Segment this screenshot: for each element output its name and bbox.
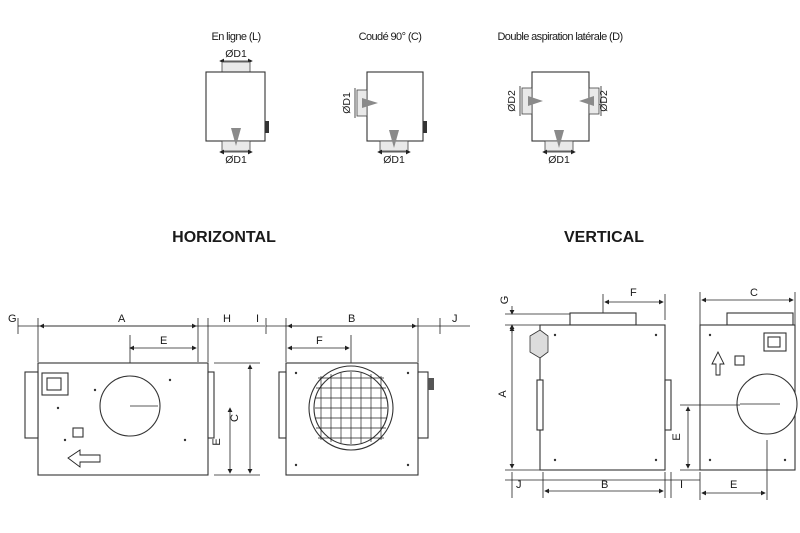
vertical-side-view: C E E [671, 287, 798, 500]
h-side-dim-H: H [223, 313, 231, 325]
horizontal-side-view: G A H E C E [8, 313, 265, 476]
vertical-title: VERTICAL [564, 229, 644, 246]
h-front-dim-I: I [256, 313, 259, 325]
inline-diameter-bottom: ØD1 [225, 154, 247, 166]
double-diameter-left: ØD2 [506, 90, 518, 112]
double-diameter-right: ØD2 [598, 90, 610, 112]
inline-diameter-top: ØD1 [225, 48, 247, 60]
h-side-dim-C: C [229, 414, 241, 422]
elbow-diameter-bottom: ØD1 [383, 154, 405, 166]
v-front-dim-A: A [497, 390, 509, 398]
v-front-dim-G: G [499, 296, 511, 305]
h-front-dim-J: J [452, 313, 458, 325]
horizontal-front-view: I B J F [256, 313, 470, 476]
v-side-dim-C: C [750, 287, 758, 299]
elbow-diameter-side: ØD1 [341, 92, 353, 114]
variant-inline-caption: En ligne (L) [211, 31, 260, 43]
variant-inline: En ligne (L) ØD1 ØD1 [205, 31, 269, 166]
h-side-dim-G: G [8, 313, 17, 325]
double-diameter-bottom: ØD1 [548, 154, 570, 166]
v-side-dim-E-vertical: E [671, 433, 683, 440]
variant-elbow-caption: Coudé 90° (C) [359, 31, 422, 43]
v-front-dim-J: J [516, 479, 522, 491]
h-front-dim-B: B [348, 313, 355, 325]
v-front-dim-B: B [601, 479, 608, 491]
h-side-dim-E-vertical: E [211, 438, 223, 445]
v-front-dim-F: F [630, 287, 637, 299]
h-front-dim-F: F [316, 335, 323, 347]
variant-elbow: Coudé 90° (C) ØD1 ØD1 [341, 31, 427, 166]
horizontal-title: HORIZONTAL [172, 229, 276, 246]
h-side-dim-A: A [118, 313, 126, 325]
variant-double: Double aspiration latérale (D) ØD2 ØD2 Ø… [497, 31, 623, 166]
vertical-front-view: G F A J B I [497, 287, 700, 498]
variant-double-caption: Double aspiration latérale (D) [497, 31, 622, 43]
v-front-dim-I: I [680, 479, 683, 491]
h-side-dim-E: E [160, 335, 167, 347]
v-side-dim-E-horizontal: E [730, 479, 737, 491]
